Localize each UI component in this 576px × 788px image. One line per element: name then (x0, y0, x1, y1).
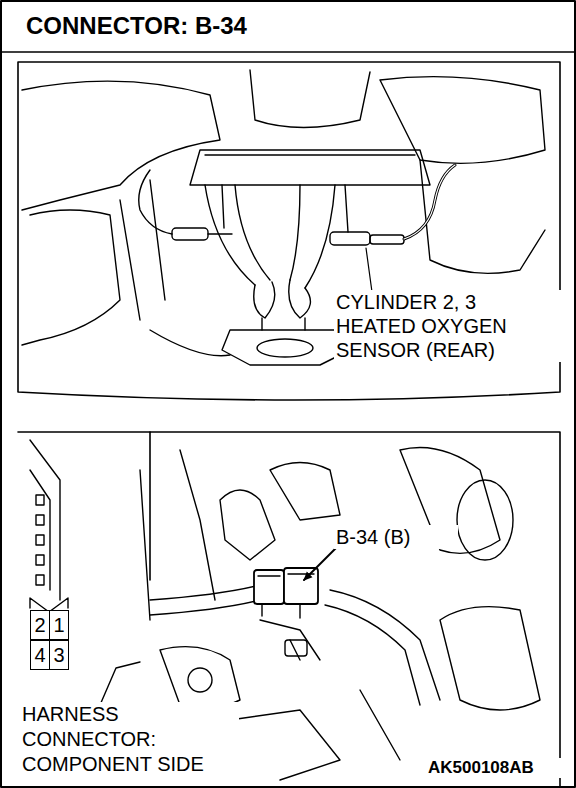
pin-cell: 2 (30, 610, 50, 640)
connector-label: B-34 (B) (334, 525, 458, 549)
pin-cell: 1 (49, 610, 69, 640)
slot-hole (36, 575, 44, 585)
view-note: HARNESS CONNECTOR: COMPONENT SIDE (20, 702, 239, 777)
title: CONNECTOR: B-34 (26, 12, 247, 40)
pin-cell: 3 (49, 640, 69, 670)
pin-number: 1 (53, 614, 64, 637)
pin-number: 2 (34, 614, 45, 637)
pin-number: 3 (53, 644, 64, 667)
slot-hole (36, 495, 44, 505)
slot-hole (36, 535, 44, 545)
slot-hole (36, 515, 44, 525)
slot-hole (36, 555, 44, 565)
pin-cell: 4 (30, 640, 50, 670)
part-label: CYLINDER 2, 3 HEATED OXYGEN SENSOR (REAR… (334, 290, 563, 362)
pin-number: 4 (34, 644, 45, 667)
figure-code: AK500108AB (426, 758, 570, 778)
